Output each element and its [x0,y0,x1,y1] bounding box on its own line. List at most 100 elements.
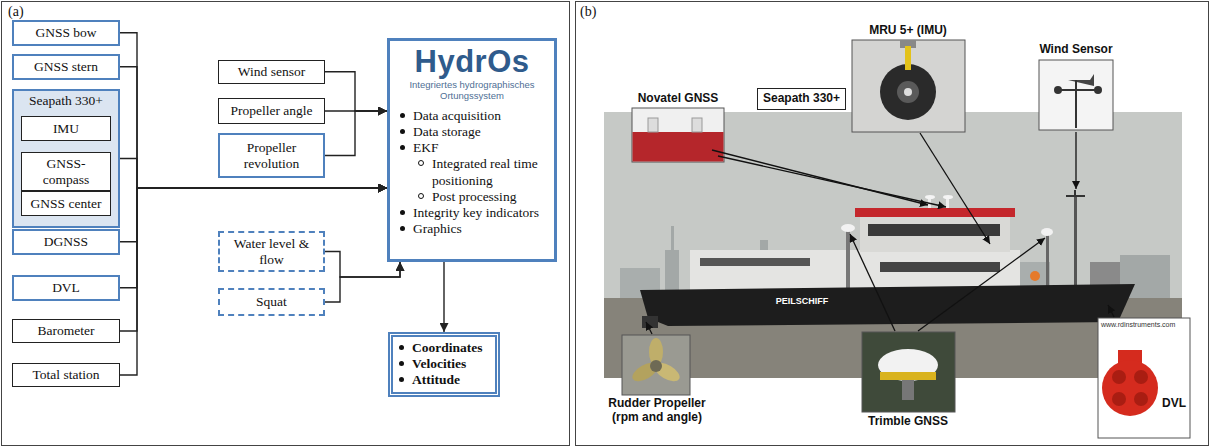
text-row: Graphics [398,221,546,237]
connector-arrow [120,188,387,331]
leader-line [918,238,1045,331]
bullet [400,145,405,150]
sensor-box: Propeller angle [218,98,325,124]
sensor-box: GNSS center [21,191,111,216]
bullet [400,129,405,134]
photo-inset [633,132,724,162]
panel-frame [576,2,1209,446]
mru-device [904,88,912,96]
dvl-transducer [1134,370,1148,384]
propeller-hub [650,360,662,372]
list-item: Velocities [412,356,466,372]
ship-bridge [860,216,1010,252]
gnss-antenna [943,195,953,199]
box-label: GNSS bow [35,25,96,40]
connector-arrow [443,262,444,332]
sensor-box: GNSS stern [12,54,120,80]
hull-lettering: PEILSCHIFF [769,296,835,306]
sky [604,112,1182,302]
text-row: DVL [52,280,80,296]
dvl-transducer [1112,392,1126,406]
wind-sensor [1054,86,1062,94]
bullet [400,113,405,118]
connector-arrow [325,111,387,156]
box-label: DGNSS [44,234,88,249]
bullet [399,377,404,382]
mru-device [880,64,936,120]
photo-caption: MRU 5+ (IMU) [848,24,968,38]
bullet [418,160,424,166]
text-row: Wind sensor [238,64,305,80]
sensor-box: DGNSS [12,229,120,255]
photo-caption: DVL [1159,397,1189,411]
text-row: Integrated real time positioning [398,156,546,188]
dvl-transducer [1134,392,1148,406]
sensor-box: GNSS bow [12,20,120,46]
text-row: Velocities [397,356,491,372]
leader-line [646,322,652,334]
text-row: GNSS-compass [26,156,106,187]
system-box: HydrOsIntegriertes hydrographisches Ortu… [387,38,557,262]
text-row: GNSS center [31,196,102,212]
sub-list-item: Post processing [432,189,516,205]
text-row: Seapath 330+ [29,93,103,109]
photo-inset [1098,318,1190,438]
mru-device [897,81,919,103]
text-row: EKF [398,140,546,156]
leader-line [712,150,928,205]
box-label: GNSS center [31,196,102,211]
text-row: GNSS bow [35,25,96,41]
photo-inset [632,108,724,162]
wind-sensor [1094,86,1102,94]
leader-line [920,133,990,244]
wind-sensor [1068,74,1094,86]
sensor-group: Seapath 330+ IMU GNSS-compassGNSS center [12,89,120,228]
list-item: Data storage [413,124,481,140]
photo-caption: Novatel GNSS [622,92,734,106]
gnss-antenna [648,118,658,132]
ship-roof [855,208,1015,217]
output-box: CoordinatesVelocitiesAttitude [388,332,500,397]
gnss-antenna [692,118,702,132]
text-row: HydrOs [398,45,546,79]
box-label: GNSS-compass [43,156,90,187]
box-label: Barometer [38,323,95,338]
photo-caption: Wind Sensor [1030,43,1122,57]
box-label: Propeller revolution [244,140,300,171]
dvl-device [1102,360,1158,416]
gnss-dome [878,349,938,381]
box-label: Total station [33,367,100,382]
ship-hull [640,284,1135,326]
ship-deckhouse [690,250,1020,292]
photo-inset [862,332,955,412]
bullet [400,210,405,215]
photo-caption: Rudder Propeller (rpm and angle) [596,397,718,425]
text-row: Data storage [398,124,546,140]
logo-text: HydrOs [415,44,530,79]
connector-arrow [120,188,387,288]
box-label: Propeller angle [230,103,312,118]
panel-frame [2,2,570,446]
panel-letter: (b) [580,4,610,20]
connector-arrow [120,33,387,188]
ship-windows [868,224,1000,236]
text-row: Propeller angle [230,103,312,119]
list-item: Coordinates [412,340,483,356]
connector-arrow [120,188,387,375]
text-row: Coordinates [397,340,491,356]
gnss-dome [841,224,855,232]
panel-letter: (a) [8,4,38,20]
lifebuoy [1030,271,1040,281]
text-row: IMU [53,121,79,137]
text-row: Seapath 330+ [763,92,840,106]
text-row: Water level & flow [224,236,319,267]
ship-mast [846,228,850,290]
skyline [671,226,674,252]
box-label: GNSS stern [34,59,98,74]
model-box: Squat [218,288,325,316]
text-row: Total station [33,367,100,383]
watermark: www.rdinstruments.com [1101,321,1189,329]
